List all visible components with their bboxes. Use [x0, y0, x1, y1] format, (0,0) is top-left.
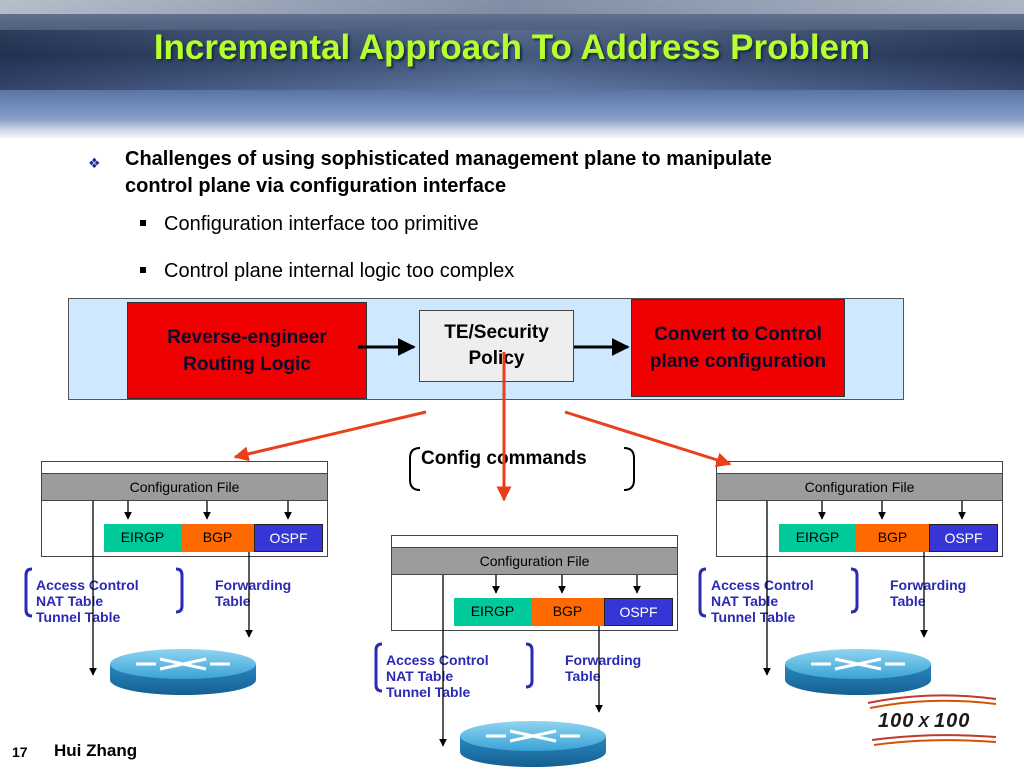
- right-tables-right: Forwarding Table: [890, 577, 966, 609]
- slide-number: 17: [12, 744, 28, 760]
- table-label: Table: [890, 593, 926, 609]
- te-security-text: TE/Security Policy: [444, 322, 549, 369]
- router-icon-left: [110, 649, 256, 695]
- right-protocol-arrows: [763, 501, 966, 676]
- protocol-ospf-right: OSPF: [929, 524, 998, 552]
- logo-right: 100: [934, 710, 971, 732]
- convert-text: Convert to Control plane configuration: [649, 324, 827, 372]
- protocol-ospf-middle: OSPF: [604, 598, 673, 626]
- tunnel-table-label: Tunnel Table: [36, 609, 121, 625]
- arrow-to-left-router: [233, 410, 427, 462]
- reverse-engineer-box: Reverse-engineer Routing Logic: [127, 302, 367, 399]
- sub-bullet-1-text: Configuration interface too primitive: [164, 213, 479, 235]
- middle-protocol-arrows: [439, 575, 641, 747]
- nat-table-label: NAT Table: [36, 593, 104, 609]
- tunnel-table-label: Tunnel Table: [386, 684, 471, 700]
- left-tables-right: Access Control NAT Table Tunnel Table: [711, 577, 814, 625]
- protocol-eirgp-right: EIRGP: [779, 524, 856, 552]
- sub-bullet-2: Control plane internal logic too complex: [140, 260, 514, 283]
- header-streak: [0, 0, 1024, 14]
- main-bullet: ❖ Challenges of using sophisticated mana…: [88, 146, 828, 200]
- sub-bullet-2-text: Control plane internal logic too complex: [164, 260, 515, 282]
- diamond-bullet-icon: ❖: [88, 155, 101, 171]
- tunnel-table-label: Tunnel Table: [711, 609, 796, 625]
- access-control-label: Access Control: [386, 652, 489, 668]
- te-security-box: TE/Security Policy: [419, 310, 574, 382]
- table-label: Table: [565, 668, 601, 684]
- nat-table-label: NAT Table: [711, 593, 779, 609]
- header-band: [0, 30, 1024, 90]
- logo-swoosh-icon: [867, 694, 997, 746]
- table-label: Table: [215, 593, 251, 609]
- header-fade: [0, 120, 1024, 138]
- left-tables-middle: Access Control NAT Table Tunnel Table: [386, 652, 489, 700]
- access-control-label: Access Control: [711, 577, 814, 593]
- sub-bullet-1: Configuration interface too primitive: [140, 213, 479, 236]
- protocol-ospf-left: OSPF: [254, 524, 323, 552]
- author-name: Hui Zhang: [54, 741, 138, 760]
- slide-title: Incremental Approach To Address Problem: [153, 28, 871, 67]
- forwarding-label: Forwarding: [215, 577, 292, 593]
- left-tables-left: Access Control NAT Table Tunnel Table: [36, 577, 139, 625]
- config-file-header-right: Configuration File: [716, 473, 1003, 501]
- config-file-header-middle: Configuration File: [391, 547, 678, 575]
- protocol-bgp-middle: BGP: [531, 598, 604, 626]
- access-control-label: Access Control: [36, 577, 139, 593]
- logo-left: 100: [878, 710, 915, 732]
- right-tables-middle: Forwarding Table: [565, 652, 641, 684]
- reverse-engineer-text: Reverse-engineer Routing Logic: [167, 326, 327, 375]
- nat-table-label: NAT Table: [386, 668, 454, 684]
- logo-x: X: [918, 714, 931, 731]
- protocol-bgp-right: BGP: [856, 524, 929, 552]
- square-bullet-icon: [140, 219, 146, 226]
- router-icon-middle: [460, 721, 606, 767]
- forwarding-label: Forwarding: [565, 652, 642, 668]
- main-bullet-text: Challenges of using sophisticated manage…: [125, 148, 772, 197]
- left-brace: [409, 447, 421, 491]
- square-bullet-icon: [140, 266, 146, 273]
- slide-header: [0, 0, 1024, 138]
- left-protocol-arrows: [89, 501, 292, 676]
- protocol-eirgp-left: EIRGP: [104, 524, 181, 552]
- protocol-eirgp-middle: EIRGP: [454, 598, 531, 626]
- forwarding-label: Forwarding: [890, 577, 967, 593]
- table-braces: [24, 567, 859, 693]
- right-brace: [623, 447, 635, 491]
- protocol-bgp-left: BGP: [181, 524, 254, 552]
- router-icon-right: [785, 649, 931, 695]
- arrow-to-right-router: [564, 410, 732, 468]
- right-tables-left: Forwarding Table: [215, 577, 291, 609]
- convert-box: Convert to Control plane configuration: [631, 299, 845, 397]
- config-file-header-left: Configuration File: [41, 473, 328, 501]
